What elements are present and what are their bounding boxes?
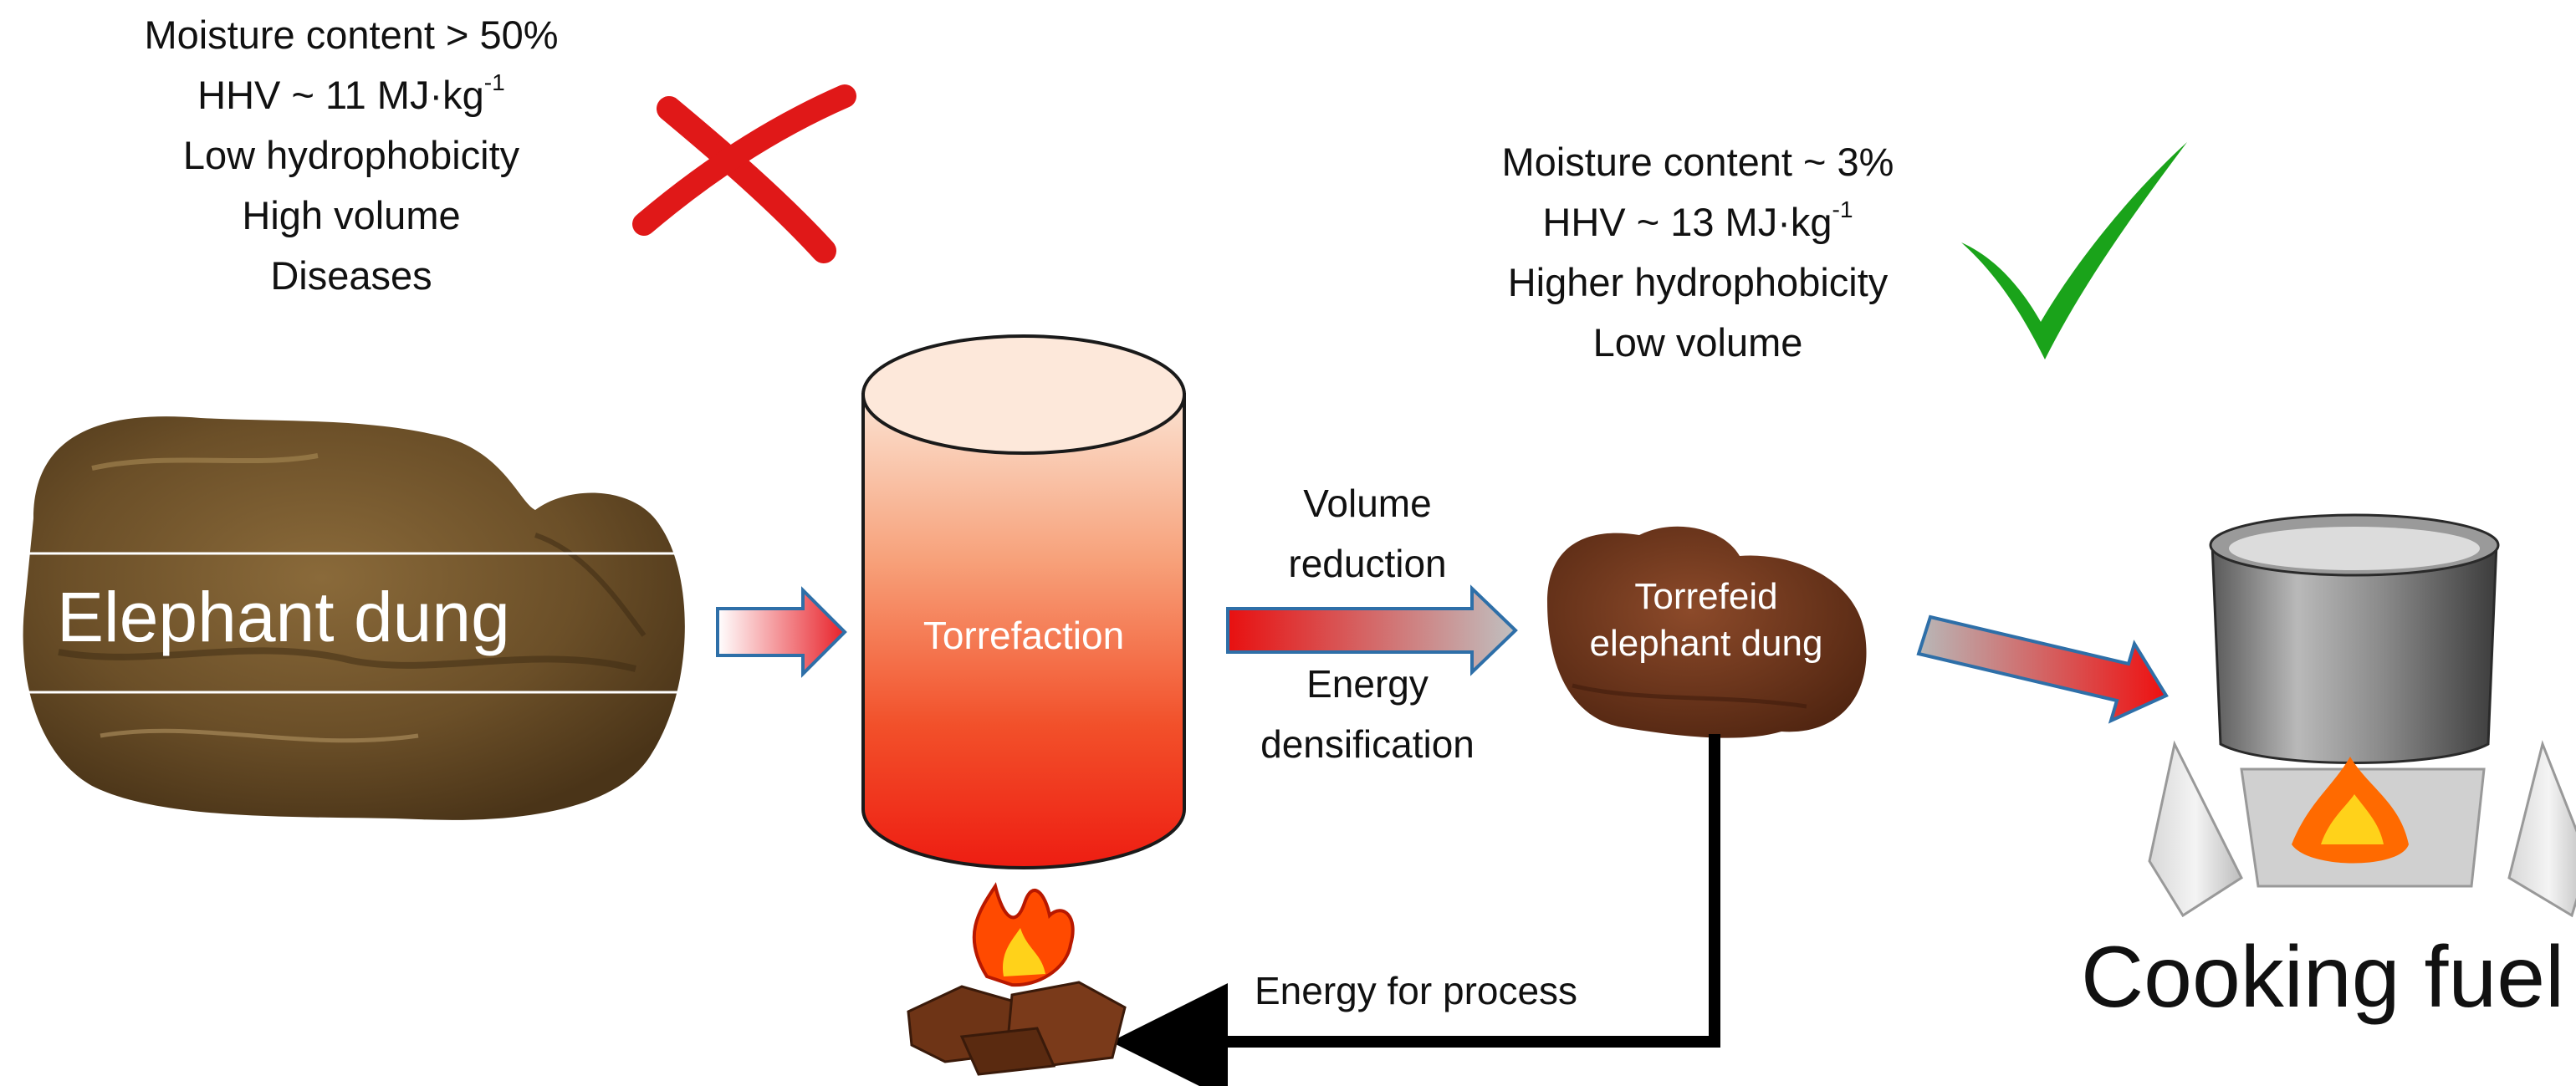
torrefied-dung-image [1547,526,1867,738]
product-hydrophobicity: Higher hydrophobicity [1507,260,1889,304]
use-arrow [1916,614,2169,724]
feedback-arrow [1111,734,1720,1086]
briquettes-icon [907,981,1127,1076]
torrefaction-reactor [861,334,1186,869]
raw-moisture: Moisture content > 50% [144,13,559,57]
cooking-fuel-label: Cooking fuel [2081,929,2565,1026]
fire-icon [972,882,1075,987]
cross-icon [632,84,856,263]
torrefaction-label: Torrefaction [923,614,1125,657]
feed-arrow [716,586,847,678]
raw-diseases: Diseases [270,253,432,298]
raw-volume: High volume [242,193,461,237]
raw-hydrophobicity: Low hydrophobicity [182,133,520,177]
product-hhv: HHV ~ 13 MJ·kg-1 [1542,195,1853,244]
torrefied-dung-label: Torrefeid elephant dung [1589,576,1823,664]
product-volume: Low volume [1592,320,1803,365]
volume-reduction-label: Volume reduction [1288,482,1447,585]
elephant-dung-image [23,416,686,820]
raw-hhv: HHV ~ 11 MJ·kg-1 [197,68,505,117]
raw-properties: Moisture content > 50% HHV ~ 11 MJ·kg-1 … [33,5,669,306]
energy-for-process-label: Energy for process [1255,969,1578,1012]
elephant-dung-label: Elephant dung [57,578,510,656]
process-arrow [1226,584,1518,676]
cooking-stove-image [2148,513,2576,918]
check-icon [1961,142,2187,359]
product-properties: Moisture content ~ 3% HHV ~ 13 MJ·kg-1 H… [1413,132,1982,373]
energy-densification-label: Energy densification [1260,662,1475,766]
product-moisture: Moisture content ~ 3% [1501,140,1894,184]
